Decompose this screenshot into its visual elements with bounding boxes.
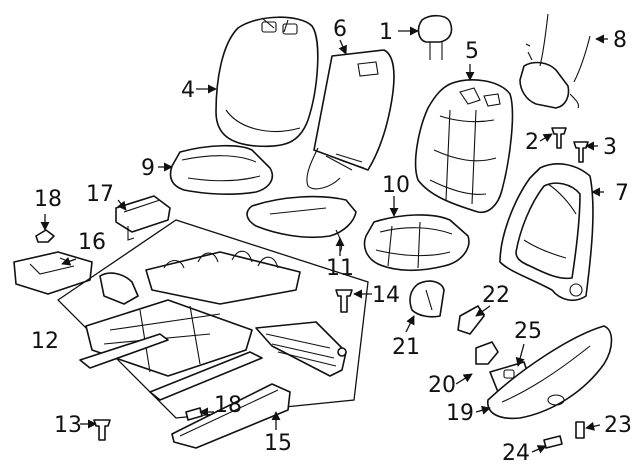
clip-top xyxy=(35,229,55,243)
bolt-14 xyxy=(335,289,353,313)
callout-6: 6 xyxy=(333,17,347,42)
recliner-cover xyxy=(409,280,445,318)
callout-12: 12 xyxy=(31,329,59,354)
callout-11: 11 xyxy=(326,256,354,281)
leader-lines xyxy=(40,26,608,454)
track-cover xyxy=(115,195,171,241)
knob-24 xyxy=(543,435,563,449)
headrest xyxy=(417,14,453,60)
callout-16: 16 xyxy=(78,230,106,255)
callout-3: 3 xyxy=(603,135,617,160)
callout-14: 14 xyxy=(372,283,400,308)
bracket-20 xyxy=(475,341,499,365)
wire-harness xyxy=(519,13,591,109)
cushion-cover xyxy=(169,144,274,195)
callout-19: 19 xyxy=(446,401,474,426)
back-frame xyxy=(499,163,594,302)
callout-23: 23 xyxy=(604,413,632,438)
inner-track-cover xyxy=(171,383,291,449)
knob-23 xyxy=(575,421,585,439)
callout-1: 1 xyxy=(379,20,393,45)
callout-8: 8 xyxy=(613,28,627,53)
callout-13: 13 xyxy=(54,413,82,438)
bracket-22 xyxy=(457,305,485,335)
callout-4: 4 xyxy=(181,78,195,103)
cushion-pad xyxy=(363,214,470,272)
callout-labels: 1 2 3 4 5 6 7 8 9 10 11 12 13 14 15 16 1… xyxy=(31,17,632,466)
callout-18-bottom: 18 xyxy=(214,393,242,418)
callout-2: 2 xyxy=(525,130,539,155)
callout-17: 17 xyxy=(86,182,114,207)
guide-sleeves xyxy=(551,127,589,163)
callout-21: 21 xyxy=(392,335,420,360)
callout-18-top: 18 xyxy=(34,187,62,212)
bolt-13 xyxy=(93,419,111,441)
seat-track-group xyxy=(56,219,369,419)
callout-20: 20 xyxy=(428,373,456,398)
callout-24: 24 xyxy=(502,441,530,466)
callout-25: 25 xyxy=(514,319,542,344)
back-cover xyxy=(215,16,319,148)
callout-10: 10 xyxy=(382,173,410,198)
callout-15: 15 xyxy=(264,431,292,456)
front-track-cover xyxy=(13,251,93,295)
callout-22: 22 xyxy=(482,283,510,308)
clip-bottom xyxy=(185,407,203,421)
side-shield xyxy=(487,325,613,420)
back-panel xyxy=(306,49,395,190)
callout-5: 5 xyxy=(465,39,479,64)
callout-9: 9 xyxy=(141,156,155,181)
callout-7: 7 xyxy=(615,181,629,206)
back-pad xyxy=(414,79,514,214)
